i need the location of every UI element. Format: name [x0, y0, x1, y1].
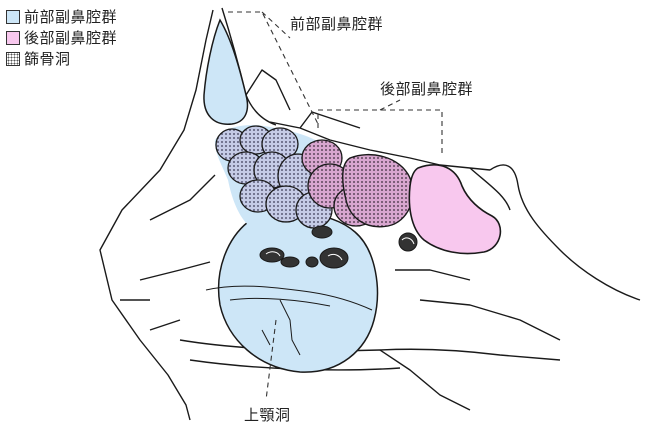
- sphenoid-sinus: [408, 164, 502, 255]
- frontal-sinus: [203, 18, 249, 125]
- label-maxillary-sinus: 上顎洞: [244, 406, 291, 424]
- ethmoid-cells-anterior: [215, 125, 333, 229]
- legend-label: 前部副鼻腔群: [24, 8, 118, 26]
- legend-swatch-pink: [6, 30, 20, 45]
- legend-item-posterior: 後部副鼻腔群: [6, 29, 118, 47]
- turbinates: [259, 225, 418, 269]
- legend-item-ethmoid: 篩骨洞: [6, 50, 117, 68]
- legend-swatch-blue: [6, 9, 20, 24]
- legend-label: 篩骨洞: [24, 50, 71, 68]
- legend: 前部副鼻腔群 後部副鼻腔群 篩骨洞: [6, 8, 118, 68]
- label-anterior-group: 前部副鼻腔群: [290, 15, 384, 33]
- legend-swatch-dotted: [6, 51, 20, 66]
- posterior-group-bracket: [317, 109, 443, 156]
- maxillary-inner-lines: [205, 285, 373, 356]
- posterior-ethmoid-cell: [342, 154, 414, 228]
- anterior-group-bracket: [228, 11, 319, 125]
- label-posterior-group: 後部副鼻腔群: [380, 80, 474, 98]
- legend-item-anterior: 前部副鼻腔群: [6, 8, 118, 26]
- maxillary-sinus-leader: [265, 319, 277, 401]
- legend-label: 後部副鼻腔群: [24, 29, 118, 47]
- maxillary-sinus: [217, 212, 379, 373]
- skull-outline: [99, 7, 641, 421]
